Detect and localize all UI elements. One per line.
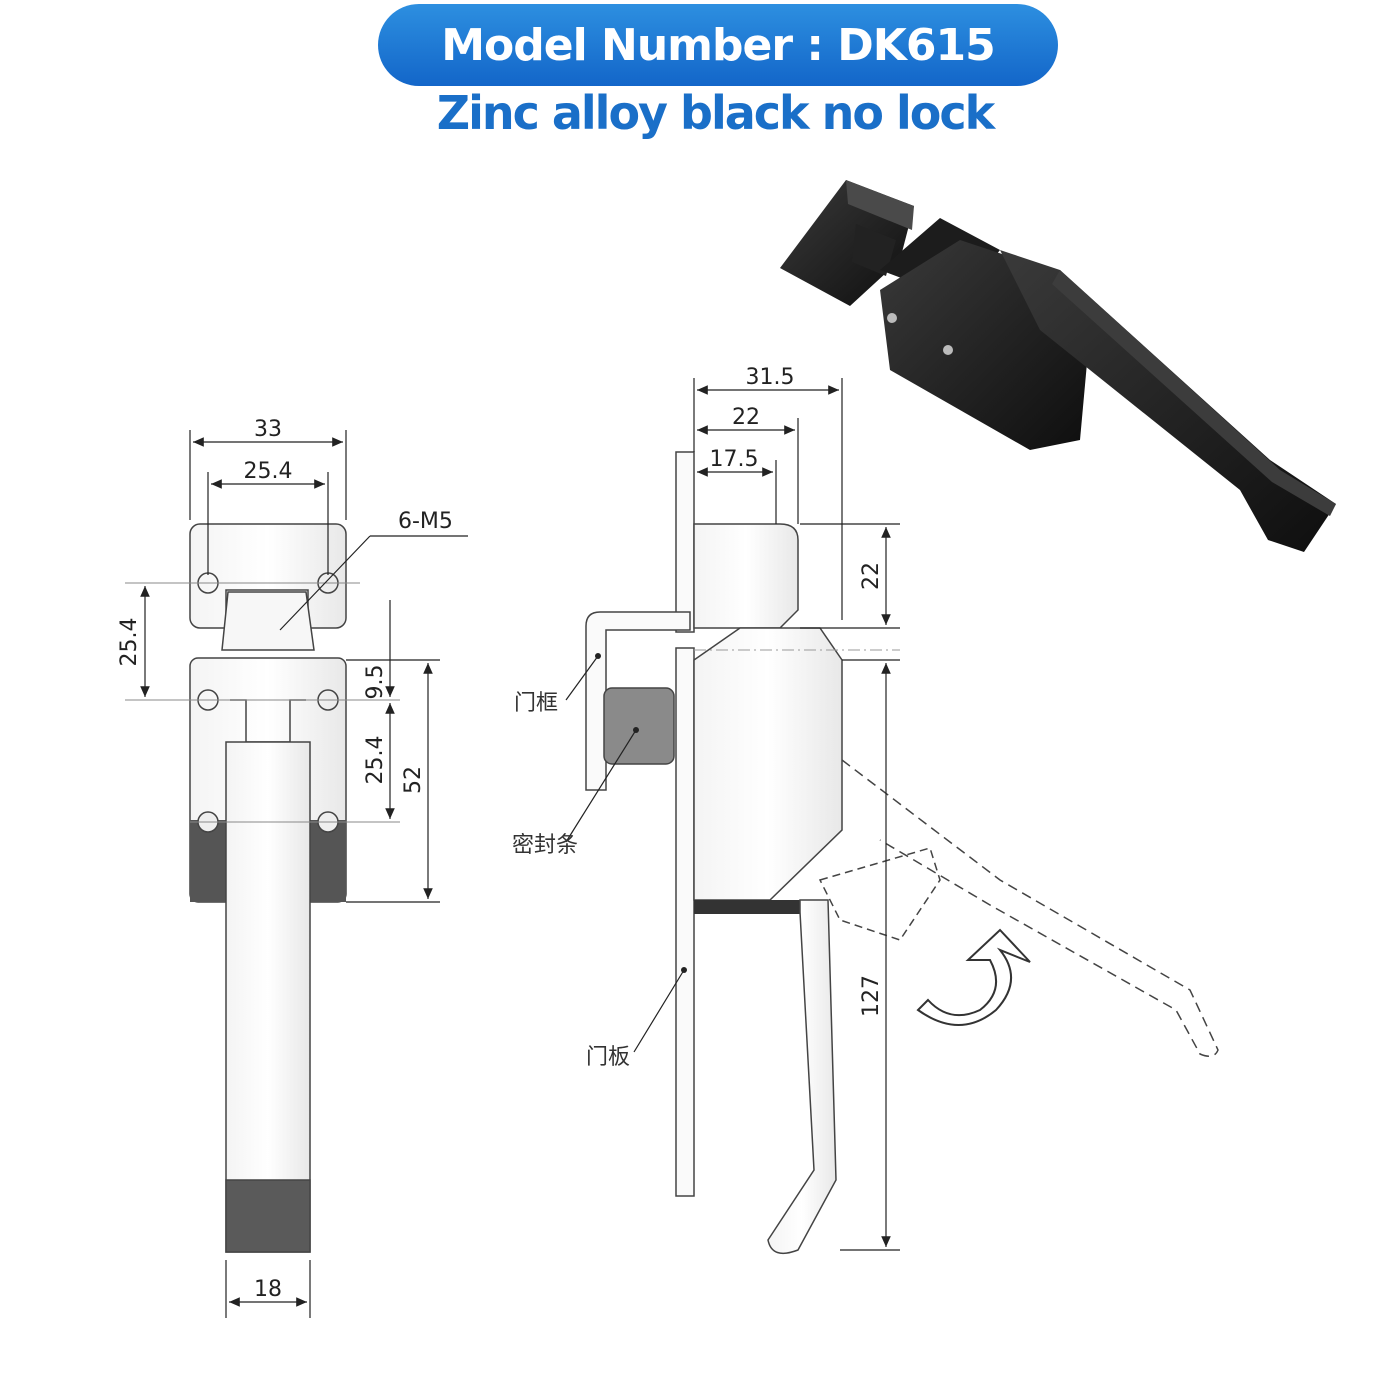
side-dimensions [565, 378, 900, 1251]
dim-thread: 6-M5 [398, 509, 453, 534]
dim-handle-width: 18 [254, 1277, 282, 1302]
dim-handle-length: 127 [859, 975, 884, 1017]
frame-plate [675, 451, 695, 633]
rotate-arrow-icon [916, 928, 1031, 1026]
dim-hole-spacing-top: 25.4 [244, 459, 293, 484]
dim-hole-spacing-left: 25.4 [117, 618, 142, 667]
front-dimensions [140, 430, 468, 1318]
dim-depth-mid: 22 [732, 405, 760, 430]
front-dimension-labels: 33 25.4 6-M5 25.4 9.5 25.4 52 18 [117, 417, 453, 1302]
dim-width-top: 33 [254, 417, 282, 442]
dim-offset: 9.5 [363, 665, 388, 700]
model-number: Model Number : DK615 [441, 19, 995, 71]
label-seal-strip: 密封条 [512, 833, 578, 858]
handle [225, 741, 311, 1253]
front-view [125, 523, 400, 1253]
side-labels: 31.5 22 17.5 22 127 门框 密封条 门板 [512, 365, 884, 1070]
side-handle-closed [767, 899, 837, 1255]
product-photo [780, 180, 1336, 552]
side-latch-body [693, 627, 843, 901]
dim-depth-total: 31.5 [746, 365, 795, 390]
dim-depth-small: 17.5 [710, 447, 759, 472]
dim-hole-spacing-right: 25.4 [363, 736, 388, 785]
dim-keeper-height: 22 [859, 562, 884, 590]
door-panel [675, 647, 695, 1197]
label-door-frame: 门框 [514, 691, 558, 716]
side-handle-open [841, 759, 1219, 1057]
product-subtitle: Zinc alloy black no lock [436, 86, 996, 140]
label-door-panel: 门板 [586, 1045, 630, 1070]
side-keeper [693, 523, 799, 629]
side-view [585, 451, 1219, 1255]
model-banner: Model Number : DK615 [378, 4, 1058, 86]
seal-strip [603, 687, 675, 765]
door-frame [585, 611, 691, 791]
dim-height: 52 [401, 766, 426, 794]
